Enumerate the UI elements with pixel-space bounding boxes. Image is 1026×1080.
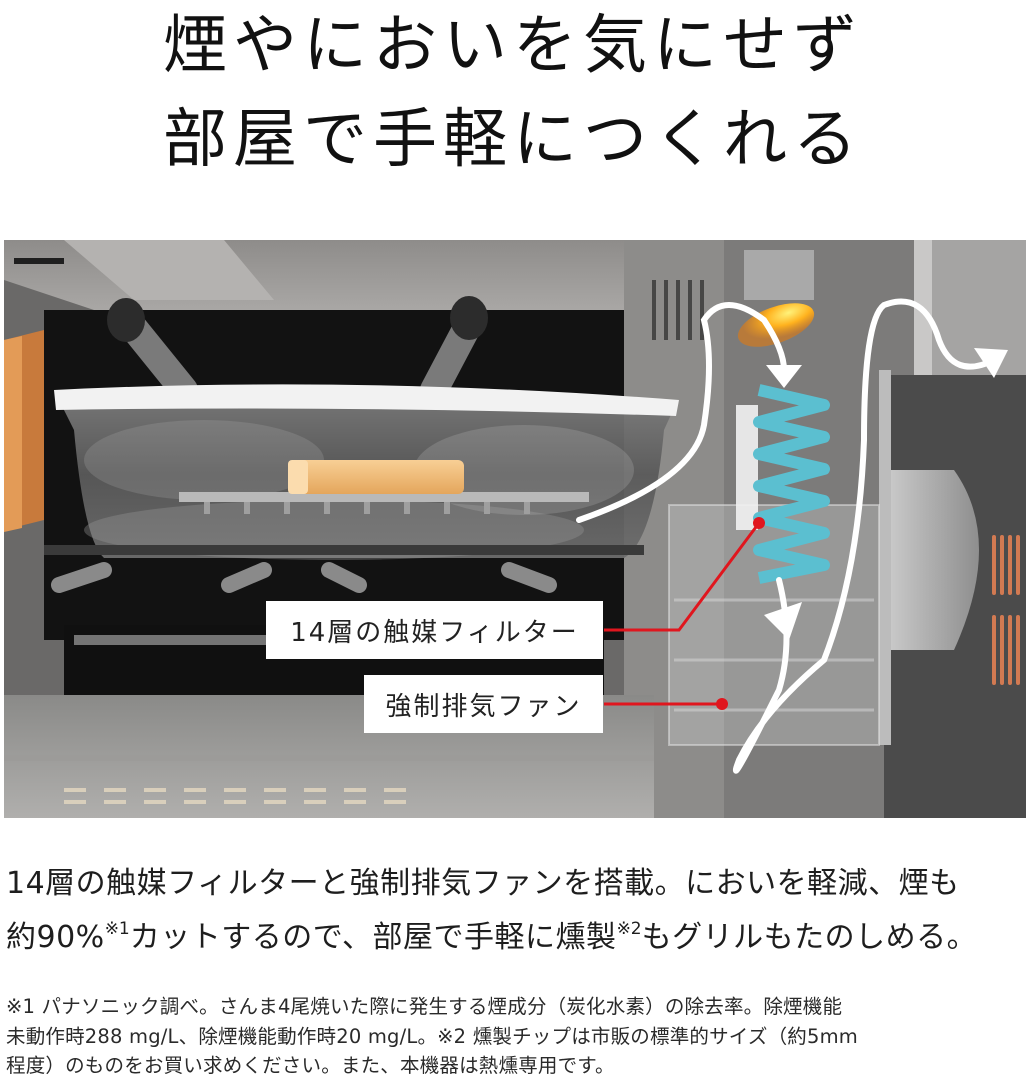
headline-line-2: 部屋で手軽につくれる (163, 103, 863, 177)
description-text-a: 約90% (6, 920, 105, 955)
footnote-line-3: 程度）のものをお買い求めください。また、本機器は熱燻専用です。 (6, 1054, 615, 1077)
description-line-2: 約90%※1カットするので、部屋で手軽に燻製※2もグリルもたのしめる。 (6, 912, 1022, 956)
footnote-ref-2: ※2 (616, 919, 642, 939)
footnote-ref-1: ※1 (104, 919, 130, 939)
callout-leader-lines (604, 522, 761, 706)
smoking-pan (54, 384, 679, 560)
filter-callout-dot (753, 517, 765, 529)
arrow-heads (764, 348, 1008, 640)
catalyst-filter-coil (753, 384, 830, 584)
food-cheese (288, 460, 464, 494)
headline-line-1: 煙やにおいを気にせず (163, 9, 863, 83)
lower-heater-rods (51, 562, 557, 593)
callout-exhaust-fan: 強制排気ファン (364, 675, 603, 733)
oven-cutaway-graphic (4, 240, 1026, 818)
fan-motor (891, 470, 979, 650)
footnote-line-2: 未動作時288 mg/L、除煙機能動作時20 mg/L。※2 燻製チップは市販の… (6, 1025, 858, 1048)
footnote-line-1: ※1 パナソニック調べ。さんま4尾焼いた際に発生する煙成分（炭化水素）の除去率。… (6, 995, 843, 1018)
callout-catalyst-filter: 14層の触媒フィルター (266, 601, 603, 659)
description-line-1: 14層の触媒フィルターと強制排気ファンを搭載。においを軽減、煙も (6, 866, 960, 901)
callout-exhaust-fan-label: 強制排気ファン (385, 691, 582, 722)
fan-callout-dot (716, 698, 728, 710)
description-text-c: もグリルもたのしめる。 (641, 920, 978, 955)
product-cutaway-illustration: 14層の触媒フィルター 強制排気ファン (4, 240, 1026, 818)
airflow-arrows (576, 298, 997, 774)
description-text-b: カットするので、部屋で手軽に燻製 (129, 920, 617, 955)
callout-catalyst-filter-label: 14層の触媒フィルター (290, 617, 579, 648)
rear-vent-slots (992, 535, 1020, 685)
floor-vent-slots (64, 788, 406, 804)
upper-heater-rods (107, 296, 488, 404)
